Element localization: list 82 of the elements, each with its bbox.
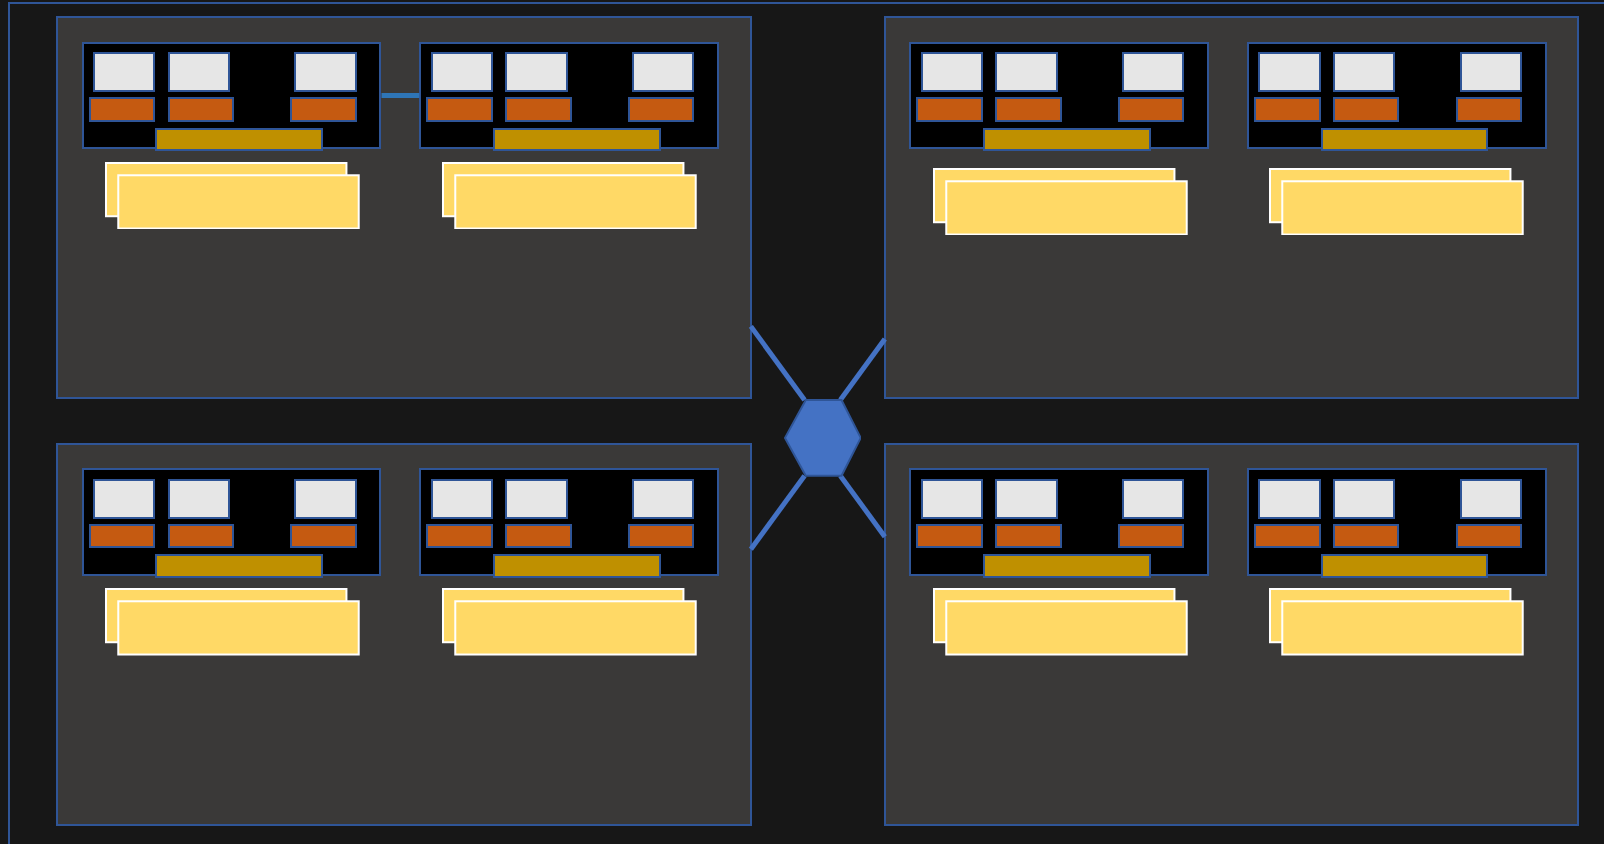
indicator-bar — [167, 523, 235, 549]
rack-unit — [81, 468, 382, 576]
stacked-note-cards — [105, 161, 360, 230]
base-bar — [1320, 127, 1489, 152]
zone-panel — [883, 16, 1580, 399]
module-block — [920, 478, 983, 519]
module-block — [294, 52, 357, 92]
module-block — [1122, 52, 1185, 92]
stacked-note-cards — [441, 161, 697, 230]
module-block — [505, 478, 568, 519]
rack-unit — [1246, 41, 1547, 150]
module-block — [430, 478, 493, 519]
indicator-bar — [167, 97, 235, 122]
module-block — [505, 52, 568, 92]
module-block — [92, 478, 156, 519]
indicator-bar — [1332, 97, 1400, 122]
indicator-bar — [1455, 523, 1523, 549]
connector-line — [748, 474, 807, 551]
indicator-bar — [290, 97, 357, 122]
indicator-bar — [1117, 97, 1185, 122]
indicator-bar — [505, 97, 572, 122]
stacked-note-cards — [932, 588, 1188, 656]
stacked-note-cards — [1269, 588, 1525, 656]
rack-unit — [909, 41, 1210, 150]
indicator-bar — [290, 523, 357, 549]
base-bar — [155, 127, 324, 152]
module-block — [1459, 478, 1523, 519]
module-block — [632, 478, 695, 519]
module-block — [995, 52, 1058, 92]
rack-unit — [419, 41, 720, 150]
rack-unit — [81, 41, 382, 150]
indicator-bar — [1254, 523, 1321, 549]
indicator-bar — [426, 523, 493, 549]
stacked-note-cards — [1269, 167, 1525, 236]
module-block — [1332, 478, 1396, 519]
module-block — [920, 52, 983, 92]
base-bar — [155, 554, 324, 578]
module-block — [167, 52, 231, 92]
module-block — [1459, 52, 1523, 92]
indicator-bar — [1455, 97, 1523, 122]
module-block — [1122, 478, 1185, 519]
indicator-bar — [1332, 523, 1400, 549]
base-bar — [492, 554, 661, 578]
indicator-bar — [916, 523, 983, 549]
indicator-bar — [1254, 97, 1321, 122]
zone-panel — [883, 442, 1580, 826]
indicator-bar — [916, 97, 983, 122]
indicator-bar — [627, 523, 695, 549]
module-block — [1258, 52, 1321, 92]
connector-line — [381, 93, 420, 99]
connector-line — [838, 474, 887, 539]
module-block — [294, 478, 357, 519]
indicator-bar — [1117, 523, 1185, 549]
base-bar — [492, 127, 661, 152]
zone-panel — [56, 16, 752, 399]
base-bar — [982, 554, 1151, 578]
stacked-note-cards — [441, 588, 697, 656]
rack-unit — [1246, 468, 1547, 576]
module-block — [92, 52, 156, 92]
module-block — [430, 52, 493, 92]
base-bar — [1320, 554, 1489, 578]
base-bar — [982, 127, 1151, 152]
rack-unit — [909, 468, 1210, 576]
indicator-bar — [505, 523, 572, 549]
indicator-bar — [995, 523, 1062, 549]
indicator-bar — [426, 97, 493, 122]
indicator-bar — [88, 523, 156, 549]
module-block — [1258, 478, 1321, 519]
module-block — [1332, 52, 1396, 92]
module-block — [632, 52, 695, 92]
module-block — [167, 478, 231, 519]
indicator-bar — [88, 97, 156, 122]
rack-unit — [419, 468, 720, 576]
indicator-bar — [627, 97, 695, 122]
zone-panel — [56, 442, 752, 826]
stacked-note-cards — [105, 588, 360, 656]
indicator-bar — [995, 97, 1062, 122]
hub-hexagon — [783, 398, 862, 477]
connector-line — [748, 324, 807, 402]
stacked-note-cards — [932, 167, 1188, 236]
connector-line — [838, 337, 887, 402]
module-block — [995, 478, 1058, 519]
